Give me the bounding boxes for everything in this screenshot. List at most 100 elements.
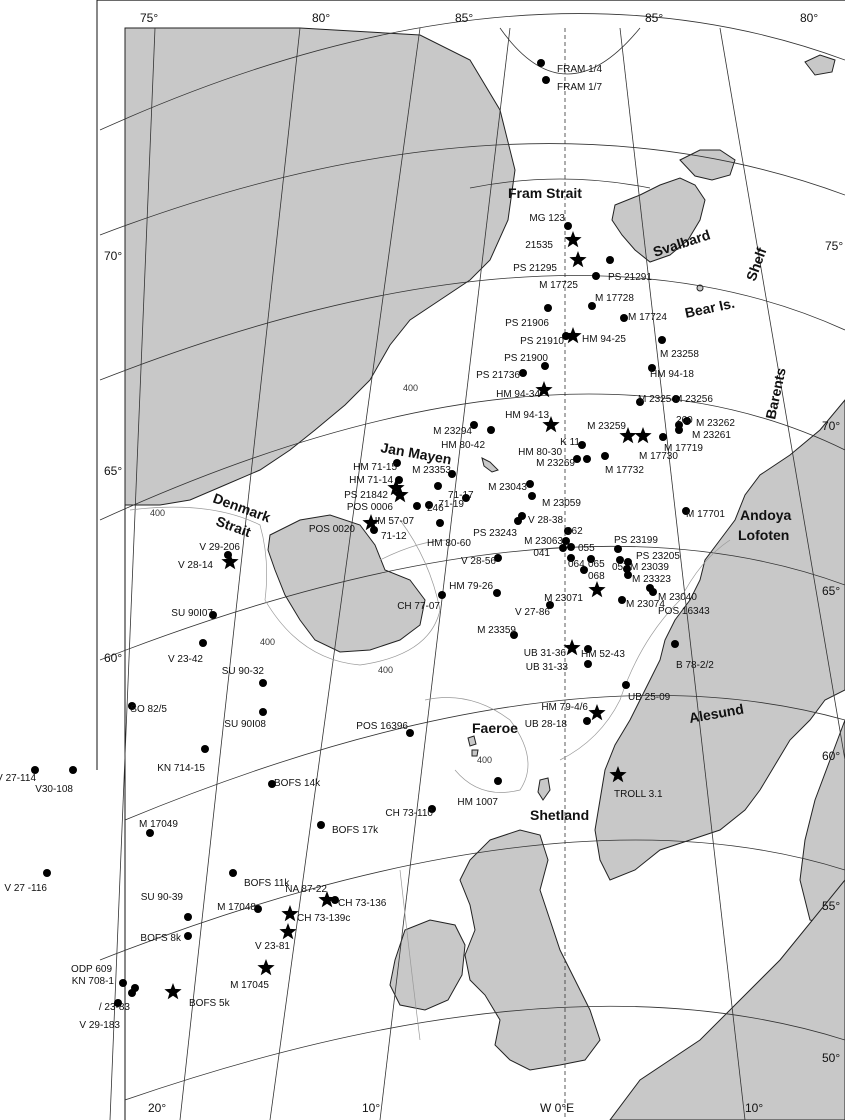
svg-text:70°: 70° bbox=[104, 249, 122, 263]
station--23-83: / 23-83 bbox=[99, 989, 136, 1013]
station-label: 057 bbox=[612, 562, 629, 573]
svg-text:400: 400 bbox=[403, 383, 418, 393]
station-dot-marker bbox=[331, 896, 339, 904]
station-star-marker bbox=[164, 983, 182, 1000]
station-label: HM 94-13 bbox=[505, 410, 549, 421]
station-su-90-32: SU 90-32 bbox=[222, 666, 267, 687]
station-label: 064 bbox=[568, 559, 585, 570]
latitude-labels: 75° 70° 70° 65° 65° 60° 60° 55° 50° bbox=[104, 239, 843, 1065]
station-label: M 23074 bbox=[626, 599, 665, 610]
svg-text:70°: 70° bbox=[822, 419, 840, 433]
station-dot-marker bbox=[649, 588, 657, 596]
station-dot-marker bbox=[229, 869, 237, 877]
station-m-23254: M 23254 bbox=[636, 394, 677, 406]
station-ps-23205: PS 23205 bbox=[624, 551, 680, 566]
station-dot-marker bbox=[519, 369, 527, 377]
station-v-27-114: V 27-114 bbox=[0, 766, 39, 784]
station-ps-23243: PS 23243 bbox=[473, 517, 522, 539]
station-bofs-5k: BOFS 5k bbox=[164, 983, 231, 1009]
station-dot-marker bbox=[209, 611, 217, 619]
station-label: 041 bbox=[533, 548, 550, 559]
svg-text:20°: 20° bbox=[148, 1101, 166, 1115]
station-label: KN 708-1 bbox=[72, 976, 115, 987]
station-dot-marker bbox=[587, 555, 595, 563]
station-label: HM 71-14 bbox=[349, 475, 393, 486]
station-m-23071: M 23071 bbox=[544, 581, 606, 604]
station-label: / 23-83 bbox=[99, 1002, 131, 1013]
station-dot-marker bbox=[119, 979, 127, 987]
station-dot-marker bbox=[562, 537, 570, 545]
station-hm-71-15: HM 71-15 bbox=[353, 459, 401, 473]
station-dot-marker bbox=[583, 455, 591, 463]
station-dot-marker bbox=[567, 543, 575, 551]
isobath-labels: 400 400 400 400 400 bbox=[150, 383, 492, 765]
station-label: V 27-114 bbox=[0, 773, 36, 784]
svg-text:85°: 85° bbox=[455, 11, 473, 25]
station-dot-marker bbox=[683, 417, 691, 425]
station-ub-31-33: UB 31-33 bbox=[526, 660, 592, 673]
station-label: M 17048 bbox=[217, 902, 256, 913]
station-label: 260 bbox=[676, 415, 693, 426]
station-dot-marker bbox=[201, 745, 209, 753]
station-su-90-39: SU 90-39 bbox=[141, 892, 192, 921]
label-faeroe: Faeroe bbox=[472, 720, 518, 736]
land-iceland bbox=[267, 514, 426, 653]
station-dot-marker bbox=[620, 314, 628, 322]
station-ub-28-18: UB 28-18 bbox=[525, 717, 591, 730]
station-dot-marker bbox=[254, 905, 262, 913]
land-shetland bbox=[537, 777, 551, 801]
land-ireland bbox=[389, 919, 466, 1011]
station-bofs-8k: BOFS 8k bbox=[140, 932, 192, 944]
station-m-23261: M 23261 bbox=[675, 426, 731, 441]
station-m-17732: M 17732 bbox=[601, 452, 644, 476]
station-star-marker bbox=[569, 251, 587, 268]
station-v-27-116: V 27 -116 bbox=[4, 869, 51, 894]
station-label: HM 52-43 bbox=[581, 649, 625, 660]
station-dot-marker bbox=[69, 766, 77, 774]
svg-text:400: 400 bbox=[150, 508, 165, 518]
station-fram-1-4: FRAM 1/4 bbox=[537, 59, 602, 75]
station-label: KN 714-15 bbox=[157, 763, 205, 774]
station-057: 057 bbox=[612, 556, 629, 573]
station-star-marker bbox=[588, 581, 606, 598]
station-ps-21842: PS 21842 bbox=[344, 479, 405, 501]
station-label: V 28-38 bbox=[528, 515, 563, 526]
station-ch-73-110: CH 73-110 bbox=[385, 805, 436, 819]
station-dot-marker bbox=[648, 364, 656, 372]
station-bofs-17k: BOFS 17k bbox=[317, 821, 379, 836]
station-dot-marker bbox=[559, 544, 567, 552]
station-dot-marker bbox=[675, 426, 683, 434]
station-so-82-5: SO 82/5 bbox=[128, 702, 167, 715]
svg-text:60°: 60° bbox=[822, 749, 840, 763]
station-label: POS 0020 bbox=[309, 524, 356, 535]
station-label: M 23294 bbox=[433, 426, 472, 437]
station-dot-marker bbox=[317, 821, 325, 829]
station-label: SO 82/5 bbox=[130, 704, 167, 715]
station-m-23323: M 23323 bbox=[624, 571, 671, 585]
station-label: M 17701 bbox=[686, 509, 725, 520]
svg-text:10°: 10° bbox=[745, 1101, 763, 1115]
station-label: HM 80-60 bbox=[427, 538, 471, 549]
station-label: PS 21906 bbox=[505, 318, 549, 329]
svg-text:80°: 80° bbox=[312, 11, 330, 25]
station-hm-80-60: HM 80-60 bbox=[427, 519, 471, 549]
station-label: ODP 609 bbox=[71, 964, 112, 975]
station-label: PS 23243 bbox=[473, 528, 517, 539]
station-dot-marker bbox=[436, 519, 444, 527]
station-label: M 23254 bbox=[638, 394, 677, 405]
station-dot-marker bbox=[406, 729, 414, 737]
station-ub-31-36: UB 31-36 bbox=[524, 639, 581, 659]
station-label: V30-108 bbox=[35, 784, 73, 795]
station-dot-marker bbox=[564, 222, 572, 230]
station-hm-94-34: HM 94-34 bbox=[496, 381, 553, 400]
station-dot-marker bbox=[588, 302, 596, 310]
station-dot-marker bbox=[393, 459, 401, 467]
station-064: 064 bbox=[567, 554, 585, 570]
station-dot-marker bbox=[528, 492, 536, 500]
station-dot-marker bbox=[493, 589, 501, 597]
station-dot-marker bbox=[268, 780, 276, 788]
svg-text:85°: 85° bbox=[645, 11, 663, 25]
station-label: 055 bbox=[578, 543, 595, 554]
svg-text:75°: 75° bbox=[140, 11, 158, 25]
station-dot-marker bbox=[43, 869, 51, 877]
